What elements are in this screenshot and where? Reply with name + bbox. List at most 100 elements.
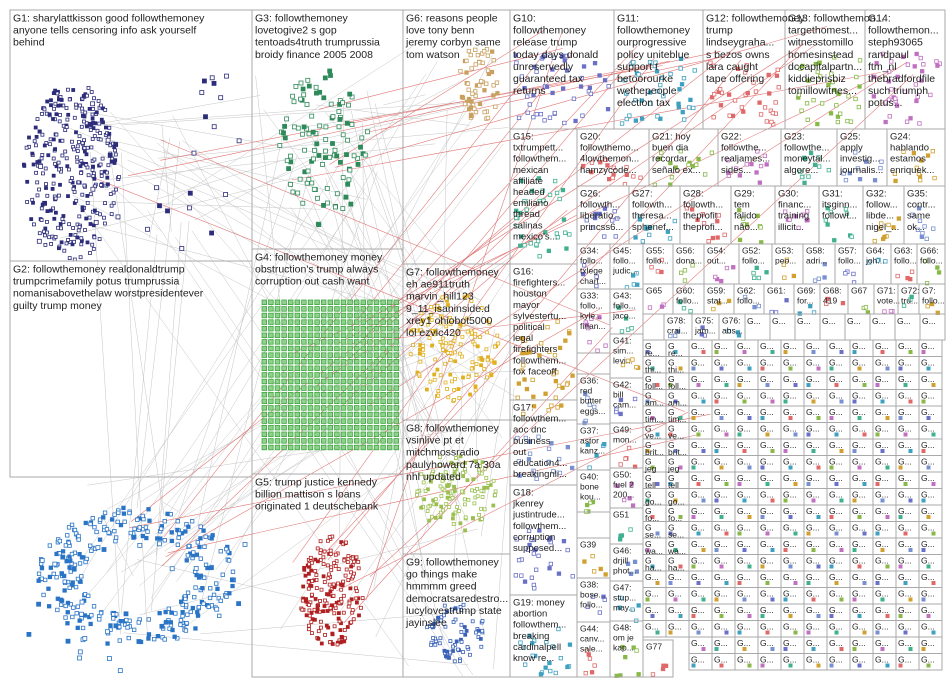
node-1671 <box>478 335 482 339</box>
node-230 <box>57 97 61 102</box>
node-2792 <box>655 630 660 635</box>
node-2232 <box>523 662 528 667</box>
node-2236 <box>624 165 629 170</box>
node-2033 <box>798 66 803 71</box>
node-2805 <box>701 647 706 651</box>
node-1678 <box>425 322 430 327</box>
node-2708 <box>816 515 821 519</box>
group-label-g21-line-1: buen dia <box>652 143 689 154</box>
node-502 <box>48 565 53 570</box>
node-1208 <box>327 418 333 424</box>
node-2060 <box>887 114 892 119</box>
node-2364 <box>849 234 854 239</box>
node-1119 <box>294 391 300 398</box>
mini-group-label-101: G... <box>875 457 889 467</box>
node-2069 <box>920 69 925 74</box>
node-1859 <box>459 630 464 634</box>
node-2726 <box>931 531 936 536</box>
node-1928 <box>560 53 565 59</box>
node-1177 <box>261 411 267 418</box>
node-2254 <box>669 175 675 180</box>
node-948 <box>274 339 281 345</box>
mini-group-label-115: G... <box>898 473 912 483</box>
node-1766 <box>423 489 428 494</box>
node-2668 <box>788 465 793 470</box>
node-139 <box>85 200 90 205</box>
group-label-g14-line-3: randpaul <box>868 49 909 61</box>
node-1479 <box>342 628 347 632</box>
node-124 <box>32 139 37 144</box>
node-1695 <box>432 372 437 377</box>
node-2316 <box>602 234 607 239</box>
edge-50 <box>255 75 285 344</box>
mini-group-sublabel-169: ha... <box>645 563 662 573</box>
node-1798 <box>463 515 468 520</box>
node-1382 <box>314 586 319 590</box>
node-2108 <box>529 188 535 194</box>
edge-113 <box>335 26 828 168</box>
node-2198 <box>516 558 522 563</box>
node-941 <box>367 332 373 338</box>
group-label-g9-line-1: go things make <box>406 569 477 581</box>
mini-group-label-113: G... <box>852 473 866 483</box>
node-193 <box>70 176 74 181</box>
edge-107 <box>473 328 496 435</box>
node-2664 <box>691 465 696 470</box>
node-1488 <box>309 592 314 597</box>
group-label-g54-line-1: out... <box>707 256 726 266</box>
node-2271 <box>725 157 731 163</box>
node-861 <box>393 306 399 312</box>
group-label-g65-line-0: G65 <box>646 286 662 296</box>
node-2815 <box>921 647 926 651</box>
node-550 <box>65 610 70 615</box>
node-735 <box>344 152 349 158</box>
group-label-g15-line-0: G15: <box>513 132 534 143</box>
node-1340 <box>339 540 344 544</box>
node-1490 <box>339 599 344 604</box>
group-label-g12-line-2: lindseygraha... <box>706 37 774 49</box>
node-2006 <box>736 66 741 71</box>
node-1129 <box>360 391 366 398</box>
node-1161 <box>294 405 300 411</box>
node-1696 <box>446 318 451 323</box>
edge-66 <box>368 163 419 310</box>
node-1605 <box>430 343 435 348</box>
node-1131 <box>373 391 380 398</box>
node-2367 <box>825 205 830 211</box>
node-581 <box>146 636 151 641</box>
group-label-g15-line-1: txtrumpett... <box>513 143 563 154</box>
group-label-g6-line-2: jeremy corbyn same <box>405 37 501 49</box>
node-499 <box>131 627 137 632</box>
group-label-g16-line-8: followthem... <box>513 355 566 366</box>
node-854 <box>347 306 353 312</box>
node-2529 <box>678 299 683 305</box>
node-217 <box>45 193 50 198</box>
node-2151 <box>520 351 525 356</box>
node-849 <box>314 306 320 312</box>
mini-group-label-168: G... <box>921 539 935 549</box>
group-label-g12-line-1: trump <box>706 25 733 37</box>
node-1964 <box>680 110 685 115</box>
node-999 <box>334 352 340 358</box>
node-216 <box>102 215 106 220</box>
mini-group-label-75: G... <box>875 424 889 434</box>
node-651 <box>59 571 64 576</box>
node-2438 <box>936 270 942 275</box>
node-1771 <box>437 454 442 459</box>
node-2263 <box>744 162 749 167</box>
node-2365 <box>832 238 837 243</box>
node-1207 <box>320 418 327 424</box>
node-1143 <box>314 398 320 404</box>
node-1283 <box>268 444 274 451</box>
edge-12 <box>106 143 436 180</box>
node-1010 <box>268 358 274 365</box>
node-2199 <box>514 537 519 542</box>
mini-group-label-222: G... <box>668 622 682 632</box>
group-label-g11-line-2: ourprogressive <box>617 37 687 49</box>
node-1165 <box>320 405 327 411</box>
node-2770 <box>742 597 747 602</box>
node-1123 <box>320 391 327 398</box>
node-1685 <box>495 333 500 338</box>
node-2531 <box>726 298 732 304</box>
node-2651 <box>701 449 706 453</box>
